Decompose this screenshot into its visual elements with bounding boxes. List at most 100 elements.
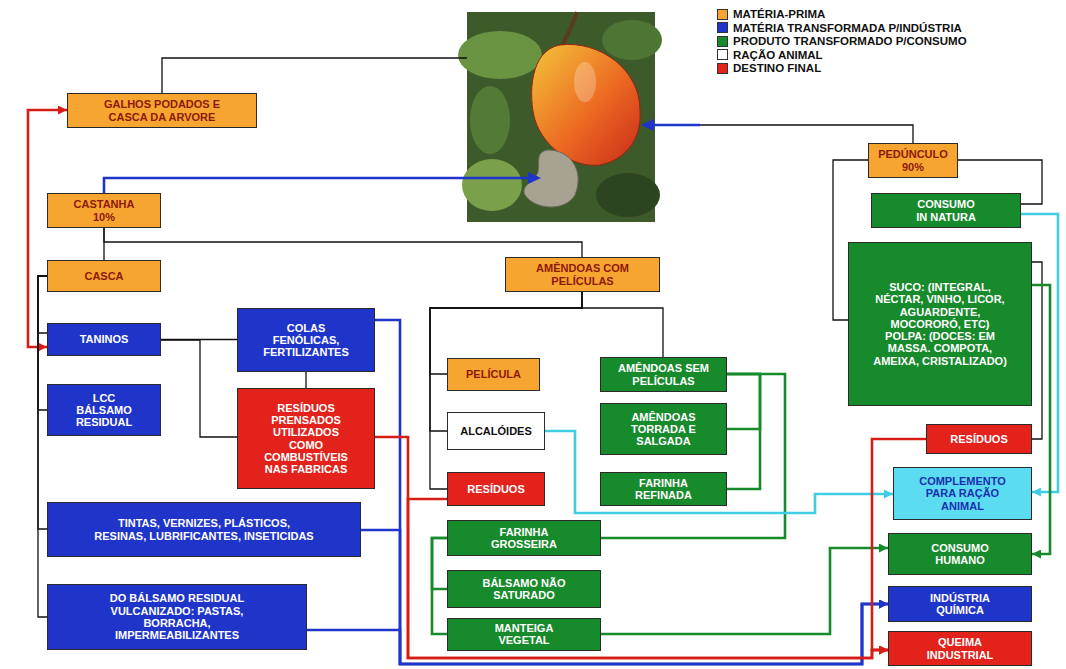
consumer-product-box: BÁLSAMO NÃO SATURADO [447, 570, 601, 608]
legend-label: MATÉRIA TRANSFORMADA P/INDÚSTRIA [733, 22, 962, 34]
box-label: COMPLEMENTO PARA RAÇÃO ANIMAL [908, 475, 1018, 512]
box-label: RESÍDUOS [950, 433, 1007, 445]
connector [601, 548, 888, 634]
raw-material-box: PELÍCULA [447, 358, 540, 391]
cashew-nut [524, 150, 578, 207]
legend-label: PRODUTO TRANSFORMADO P/CONSUMO [733, 35, 967, 47]
raw-material-box: GALHOS PODADOS E CASCA DA ARVORE [67, 93, 257, 128]
connector [361, 530, 888, 664]
leaf [462, 159, 522, 211]
connector [727, 374, 760, 489]
connector [38, 276, 47, 529]
industrial-material-box: TANINOS [47, 323, 161, 356]
consumer-product-box: AMÊNDOAS SEM PELÍCULAS [600, 357, 727, 392]
industrial-material-box: INDÚSTRIA QUÍMICA [888, 586, 1032, 622]
connector [430, 292, 582, 489]
animal-feed-box: COMPLEMENTO PARA RAÇÃO ANIMAL [893, 467, 1032, 520]
legend-label: DESTINO FINAL [733, 62, 821, 74]
legend-row: DESTINO FINAL [717, 62, 821, 74]
final-destination-box: QUEIMA INDUSTRIAL [888, 631, 1032, 666]
cashew-apple [532, 44, 641, 165]
arrow-head [528, 172, 541, 184]
connector [430, 292, 582, 431]
consumer-product-box: FARINHA GROSSEIRA [447, 520, 601, 556]
box-label: BÁLSAMO NÃO SATURADO [469, 577, 579, 602]
box-label: COLAS FENÓLICAS, FERTILIZANTES [256, 322, 356, 359]
leaf [602, 20, 662, 60]
connector [38, 276, 47, 617]
connector [375, 437, 888, 658]
box-label: INDÚSTRIA QUÍMICA [915, 592, 1005, 617]
connector [727, 374, 760, 429]
box-label: PEDÚNCULO 90% [875, 148, 951, 173]
box-label: AMÊNDOAS SEM PELÍCULAS [609, 362, 719, 387]
leaf [458, 31, 542, 79]
connector [432, 538, 447, 589]
leaf [596, 173, 660, 217]
legend-label: MATÉRIA-PRIMA [733, 8, 825, 20]
connector [432, 538, 447, 634]
leader-line [700, 125, 913, 143]
industrial-material-box: COLAS FENÓLICAS, FERTILIZANTES [237, 308, 375, 372]
box-label: CASTANHA 10% [67, 198, 142, 223]
box-label: POLPA: (DOCES: EM MASSA. COMPOTA, AMEIXA… [865, 330, 1015, 367]
connector [38, 276, 47, 410]
legend-label: RAÇÃO ANIMAL [733, 49, 823, 61]
connector [375, 320, 888, 664]
box-label: RESÍDUOS [467, 483, 524, 495]
connector [408, 499, 888, 658]
connector [1032, 262, 1042, 439]
connector [582, 292, 663, 357]
connector [104, 228, 582, 257]
consumer-product-box: CONSUMO IN NATURA [871, 193, 1021, 228]
animal-feed-box: ALCALÓIDES [447, 412, 545, 450]
connector [38, 276, 47, 333]
highlight [574, 62, 596, 102]
box-label: ALCALÓIDES [460, 425, 532, 437]
industrial-material-box: TINTAS, VERNIZES, PLÁSTICOS, RESINAS, LU… [47, 502, 361, 557]
consumer-product-box: MANTEIGA VEGETAL [447, 618, 601, 651]
box-label: SUCO: (INTEGRAL, NÉCTAR, VINHO, LICOR, A… [865, 281, 1015, 330]
raw-material-box: CASTANHA 10% [47, 193, 161, 228]
box-label: FARINHA GROSSEIRA [474, 526, 574, 551]
final-destination-box: RESÍDUOS [447, 472, 545, 506]
legend-swatch [717, 49, 728, 60]
raw-material-box: CASCA [47, 260, 161, 292]
box-label: PELÍCULA [466, 368, 521, 380]
box-label: CASCA [84, 270, 123, 282]
box-label: TINTAS, VERNIZES, PLÁSTICOS, RESINAS, LU… [94, 517, 314, 542]
box-label: LCC BÁLSAMO RESIDUAL [69, 392, 139, 429]
box-label: GALHOS PODADOS E CASCA DA ARVORE [95, 98, 230, 123]
industrial-material-box: LCC BÁLSAMO RESIDUAL [47, 384, 161, 436]
legend-row: MATÉRIA-PRIMA [717, 8, 825, 20]
legend-swatch [717, 22, 728, 33]
leaf [470, 86, 510, 154]
final-destination-box: RESÍDUOS [926, 424, 1032, 454]
leader-line [162, 58, 467, 93]
box-label: AMÊNDOAS COM PELÍCULAS [528, 262, 638, 287]
box-label: CONSUMO IN NATURA [913, 198, 979, 223]
box-label: FARINHA REFINADA [624, 477, 704, 502]
legend-row: MATÉRIA TRANSFORMADA P/INDÚSTRIA [717, 22, 962, 34]
box-label: MANTEIGA VEGETAL [479, 622, 569, 647]
stem [561, 12, 577, 48]
consumer-product-box: SUCO: (INTEGRAL, NÉCTAR, VINHO, LICOR, A… [848, 242, 1032, 406]
box-label: TANINOS [80, 333, 129, 345]
raw-material-box: AMÊNDOAS COM PELÍCULAS [505, 257, 660, 292]
box-label: CONSUMO HUMANO [915, 542, 1005, 567]
legend-swatch [717, 9, 728, 20]
consumer-product-box: AMÊNDOAS TORRADA E SALGADA [600, 403, 727, 455]
industrial-material-box: DO BÁLSAMO RESIDUAL VULCANIZADO: PASTAS,… [47, 584, 307, 650]
arrow-head [641, 119, 654, 131]
leader-arrow [104, 178, 530, 193]
connector [305, 372, 306, 388]
legend-swatch [717, 63, 728, 74]
box-label: DO BÁLSAMO RESIDUAL VULCANIZADO: PASTAS,… [92, 592, 262, 641]
raw-material-box: PEDÚNCULO 90% [868, 143, 958, 178]
consumer-product-box: CONSUMO HUMANO [888, 533, 1032, 575]
connector [28, 110, 67, 347]
connector [161, 340, 237, 437]
box-label: QUEIMA INDUSTRIAL [915, 636, 1005, 661]
box-label: AMÊNDOAS TORRADA E SALGADA [619, 411, 709, 448]
connector [1032, 285, 1050, 554]
